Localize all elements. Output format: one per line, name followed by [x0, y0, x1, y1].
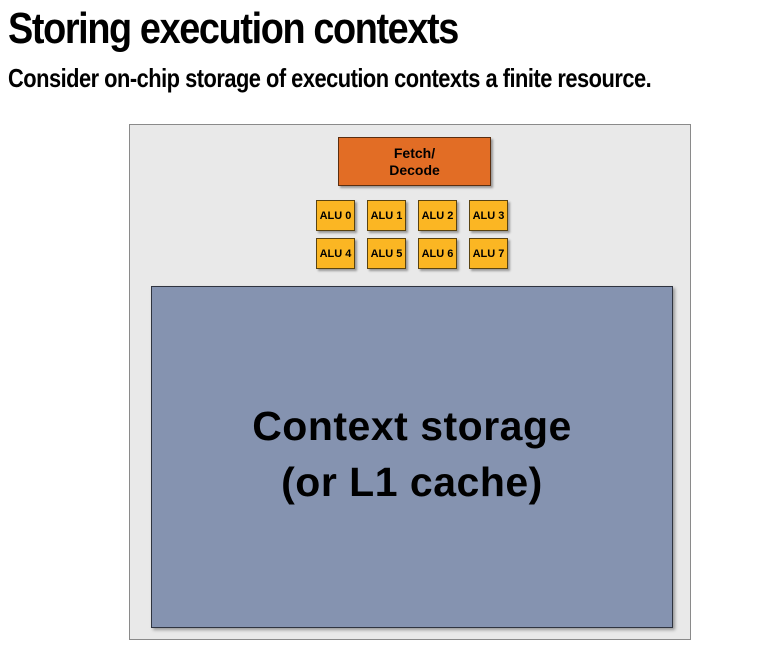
fetch-decode-unit: Fetch/ Decode — [338, 137, 491, 186]
alu-7: ALU 7 — [469, 238, 508, 269]
alu-1: ALU 1 — [367, 200, 406, 231]
alu-4: ALU 4 — [316, 238, 355, 269]
slide-subtitle: Consider on-chip storage of execution co… — [8, 63, 652, 93]
alu-0: ALU 0 — [316, 200, 355, 231]
processor-core-diagram: Fetch/ Decode ALU 0 ALU 1 ALU 2 ALU 3 AL… — [129, 124, 691, 640]
alu-5: ALU 5 — [367, 238, 406, 269]
alu-2: ALU 2 — [418, 200, 457, 231]
alu-6: ALU 6 — [418, 238, 457, 269]
context-storage-block: Context storage (or L1 cache) — [151, 286, 673, 628]
slide-title: Storing execution contexts — [8, 4, 459, 53]
fetch-decode-label-line2: Decode — [389, 161, 440, 178]
context-storage-label-line1: Context storage — [252, 403, 572, 449]
alu-grid: ALU 0 ALU 1 ALU 2 ALU 3 ALU 4 ALU 5 ALU … — [316, 200, 508, 269]
fetch-decode-label-line1: Fetch/ — [393, 144, 436, 161]
alu-3: ALU 3 — [469, 200, 508, 231]
context-storage-label-line2: (or L1 cache) — [281, 459, 543, 505]
